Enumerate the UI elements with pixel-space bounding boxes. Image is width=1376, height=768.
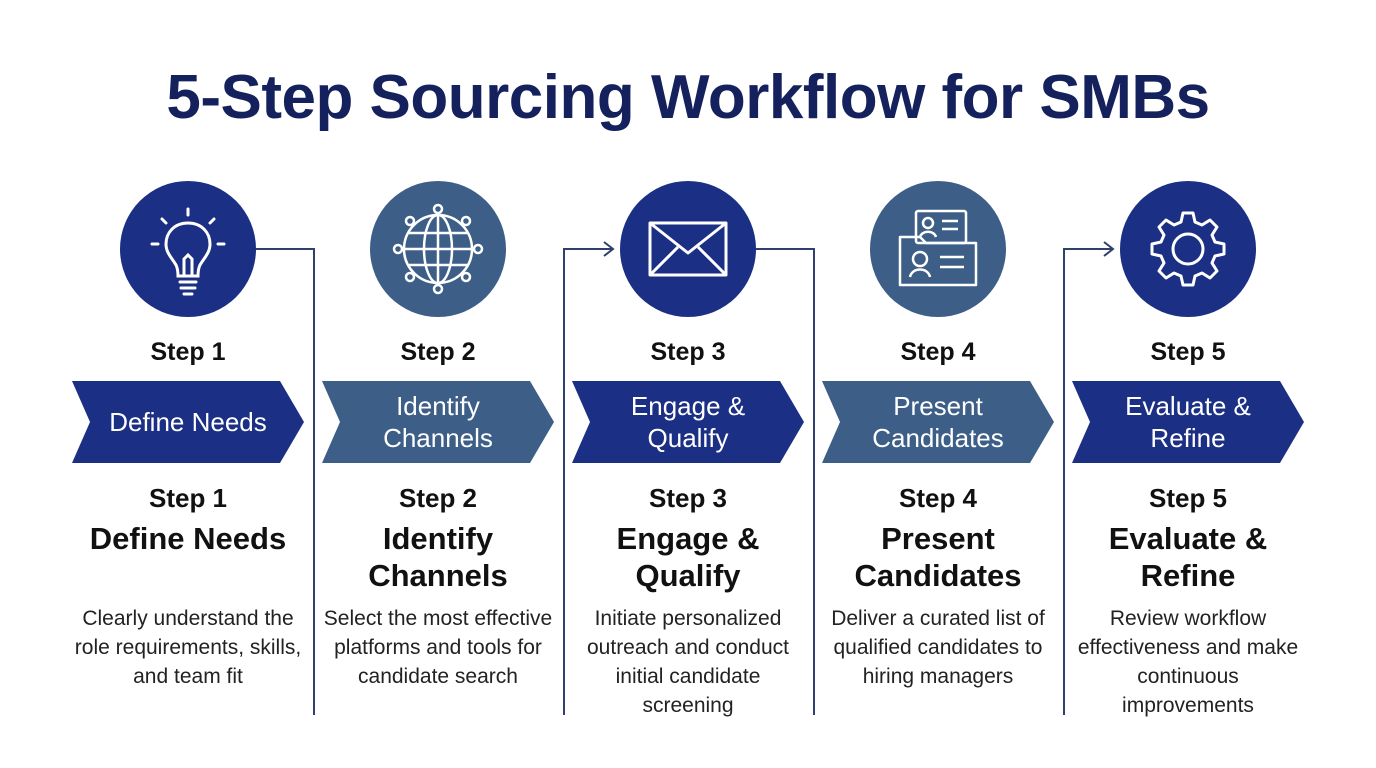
envelope-icon — [620, 181, 756, 317]
step-number-label: Step 2 — [400, 338, 476, 366]
step-chevron — [572, 381, 804, 463]
step-description: Clearly understand the role requirements… — [74, 607, 302, 688]
candidate-profiles-icon — [870, 181, 1006, 317]
chevron-label: Evaluate & Refine — [1125, 391, 1251, 453]
step-chevron — [72, 381, 304, 463]
step-heading: Evaluate & Refine — [1108, 521, 1268, 593]
step-description: Review workflow effectiveness and make c… — [1077, 607, 1299, 717]
chevron-label: Present Candidates — [872, 391, 1004, 453]
chevron-label: Engage & Qualify — [630, 391, 746, 453]
connector-line — [756, 248, 815, 715]
step-chevron — [1072, 381, 1304, 463]
step-card: Step 3 Engage & Qualify Step 3 Engage & … — [572, 0, 822, 768]
step-number-label: Step 3 — [648, 483, 728, 513]
connector-line — [1063, 248, 1112, 715]
connector-line — [256, 248, 315, 715]
step-card: Step 4 Present Candidates Step 4 Present… — [822, 0, 1072, 768]
chevron-label: Identify Channels — [383, 391, 493, 453]
lightbulb-icon — [120, 181, 256, 317]
step-heading: Engage & Qualify — [616, 521, 760, 593]
step-number-label: Step 5 — [1148, 483, 1228, 513]
globe-network-icon — [370, 181, 506, 317]
connector-arrowhead — [1103, 241, 1115, 257]
step-number-label: Step 1 — [148, 483, 228, 513]
step-card: Step 2 Identify Channels Step 2 Identify… — [322, 0, 572, 768]
step-number-label: Step 3 — [650, 338, 726, 366]
gear-icon — [1120, 181, 1256, 317]
connector-arrowhead — [603, 241, 615, 257]
step-number-label: Step 1 — [150, 338, 226, 366]
step-heading: Define Needs — [89, 521, 287, 556]
step-number-label: Step 5 — [1150, 338, 1226, 366]
step-chevron — [822, 381, 1054, 463]
connector-line — [563, 248, 612, 715]
step-description: Select the most effective platforms and … — [323, 607, 553, 688]
chevron-label: Define Needs — [109, 407, 267, 437]
step-number-label: Step 4 — [898, 483, 978, 513]
step-description: Initiate personalized outreach and condu… — [587, 607, 789, 717]
step-card: Step 5 Evaluate & Refine Step 5 Evaluate… — [1072, 0, 1322, 768]
step-card: Step 1 Define Needs Step 1 Define Needs … — [72, 0, 322, 768]
step-chevron — [322, 381, 554, 463]
step-number-label: Step 2 — [398, 483, 478, 513]
step-heading: Identify Channels — [368, 521, 508, 593]
step-number-label: Step 4 — [900, 338, 976, 366]
page-title: 5-Step Sourcing Workflow for SMBs — [166, 63, 1210, 132]
step-heading: Present Candidates — [854, 521, 1022, 593]
step-description: Deliver a curated list of qualified cand… — [831, 607, 1045, 688]
